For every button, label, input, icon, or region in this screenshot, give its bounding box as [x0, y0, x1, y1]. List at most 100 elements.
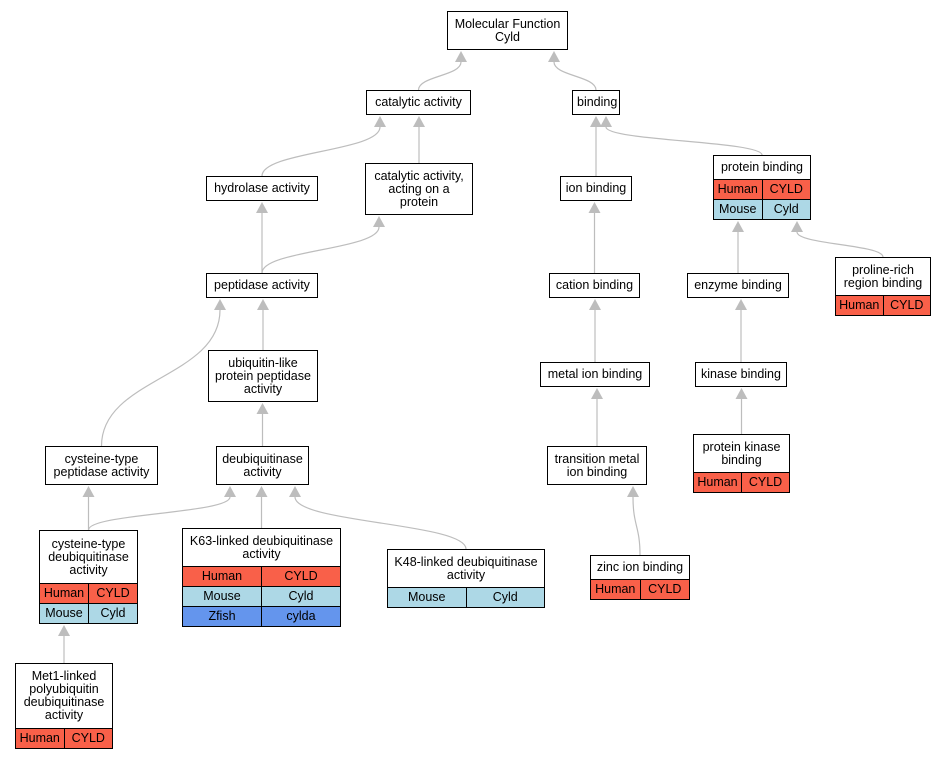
arrowhead	[214, 299, 226, 310]
edge-cys-deub-to-deubiquitinase	[87, 486, 236, 531]
go-term-kinase-binding[interactable]: kinase binding	[695, 362, 787, 387]
go-term-label-line: K63-linked deubiquitinase	[189, 533, 334, 548]
edge-deubiquitinase-to-ubl-peptidase	[256, 403, 269, 446]
species-cell: Human	[714, 180, 762, 199]
arrowhead	[413, 116, 425, 127]
go-term-enzyme-binding[interactable]: enzyme binding	[687, 273, 789, 298]
species-cell: Human	[16, 729, 64, 748]
go-term-label-line: metal ion binding	[547, 367, 643, 381]
go-term-label-line: deubiquitinase	[222, 451, 303, 466]
go-term-label-line: kinase binding	[701, 367, 781, 381]
gene-cell: CYLD	[741, 473, 789, 492]
gene-cell: Cyld	[261, 587, 340, 606]
edge-enzyme-binding-to-protein-binding	[732, 221, 744, 273]
go-term-label-line: catalytic activity,	[374, 168, 464, 183]
go-term-label-line: enzyme binding	[694, 278, 782, 292]
edge-hydrolase-to-catalytic	[261, 116, 386, 177]
go-term-label-line: region binding	[843, 275, 923, 290]
go-term-label-line: activity	[243, 464, 282, 479]
go-term-label-line: Molecular Function	[454, 16, 561, 31]
arrowhead	[257, 299, 269, 310]
go-term-peptidase[interactable]: peptidase activity	[206, 273, 318, 298]
arrowhead	[455, 51, 467, 62]
go-term-label-line: polyubiquitin	[29, 682, 99, 696]
go-term-label: peptidase activity	[207, 274, 317, 297]
arrowhead	[791, 221, 803, 232]
go-term-label-line: K48-linked deubiquitinase	[394, 554, 538, 569]
edge-transition-metal-to-metal-ion	[591, 388, 603, 447]
species-cell: Mouse	[714, 200, 762, 219]
arrowhead	[589, 299, 601, 310]
go-term-ion-binding[interactable]: ion binding	[560, 176, 632, 201]
go-term-label-line: protein kinase	[702, 439, 781, 454]
edge-metal-ion-to-cation-binding	[589, 299, 601, 362]
go-term-label: binding	[573, 91, 619, 114]
go-term-label-line: binding	[577, 95, 618, 109]
species-cell: Mouse	[40, 604, 88, 623]
go-term-cation-binding[interactable]: cation binding	[549, 273, 640, 298]
go-term-label-line: activity	[69, 562, 108, 577]
go-term-label-line: zinc ion binding	[596, 560, 684, 574]
go-term-catalytic[interactable]: catalytic activity	[366, 90, 471, 115]
species-cell: Human	[183, 567, 261, 586]
arrowhead	[735, 388, 748, 399]
go-term-label: ion binding	[561, 177, 631, 200]
go-term-label: cation binding	[550, 274, 639, 297]
edge-peptidase-to-cat-protein	[261, 216, 385, 274]
go-term-binding[interactable]: binding	[572, 90, 620, 115]
edge-peptidase-to-hydrolase	[256, 202, 268, 273]
go-term-metal-ion[interactable]: metal ion binding	[540, 362, 650, 387]
species-cell: Mouse	[183, 587, 261, 606]
edge-ion-binding-to-binding	[590, 116, 602, 177]
species-cell: Human	[836, 296, 883, 315]
species-cell: Zfish	[183, 607, 261, 626]
go-term-label: catalytic activity	[367, 91, 470, 114]
arrowhead	[289, 486, 301, 497]
arrowhead	[58, 625, 70, 636]
go-term-label-line: activity	[44, 708, 84, 722]
arrowhead	[590, 116, 602, 127]
species-cell: Mouse	[388, 588, 466, 607]
edge-kinase-binding-to-enzyme-binding	[735, 299, 747, 362]
gene-cell: Cyld	[465, 588, 544, 607]
species-cell: Human	[591, 580, 640, 599]
go-term-label: enzyme binding	[688, 274, 788, 297]
arrowhead	[735, 299, 747, 310]
go-term-label-line: proline-rich	[852, 262, 914, 277]
go-term-hydrolase[interactable]: hydrolase activity	[206, 176, 318, 201]
go-term-label-line: Cyld	[494, 29, 520, 44]
go-term-label-line: protein peptidase	[215, 368, 311, 383]
arrowhead	[82, 486, 95, 497]
go-term-label-line: activity	[242, 546, 281, 561]
go-term-label: zinc ion binding	[591, 556, 689, 579]
go-term-label-line: acting on a	[388, 181, 450, 196]
edge-zinc-to-transition-metal	[627, 486, 641, 556]
